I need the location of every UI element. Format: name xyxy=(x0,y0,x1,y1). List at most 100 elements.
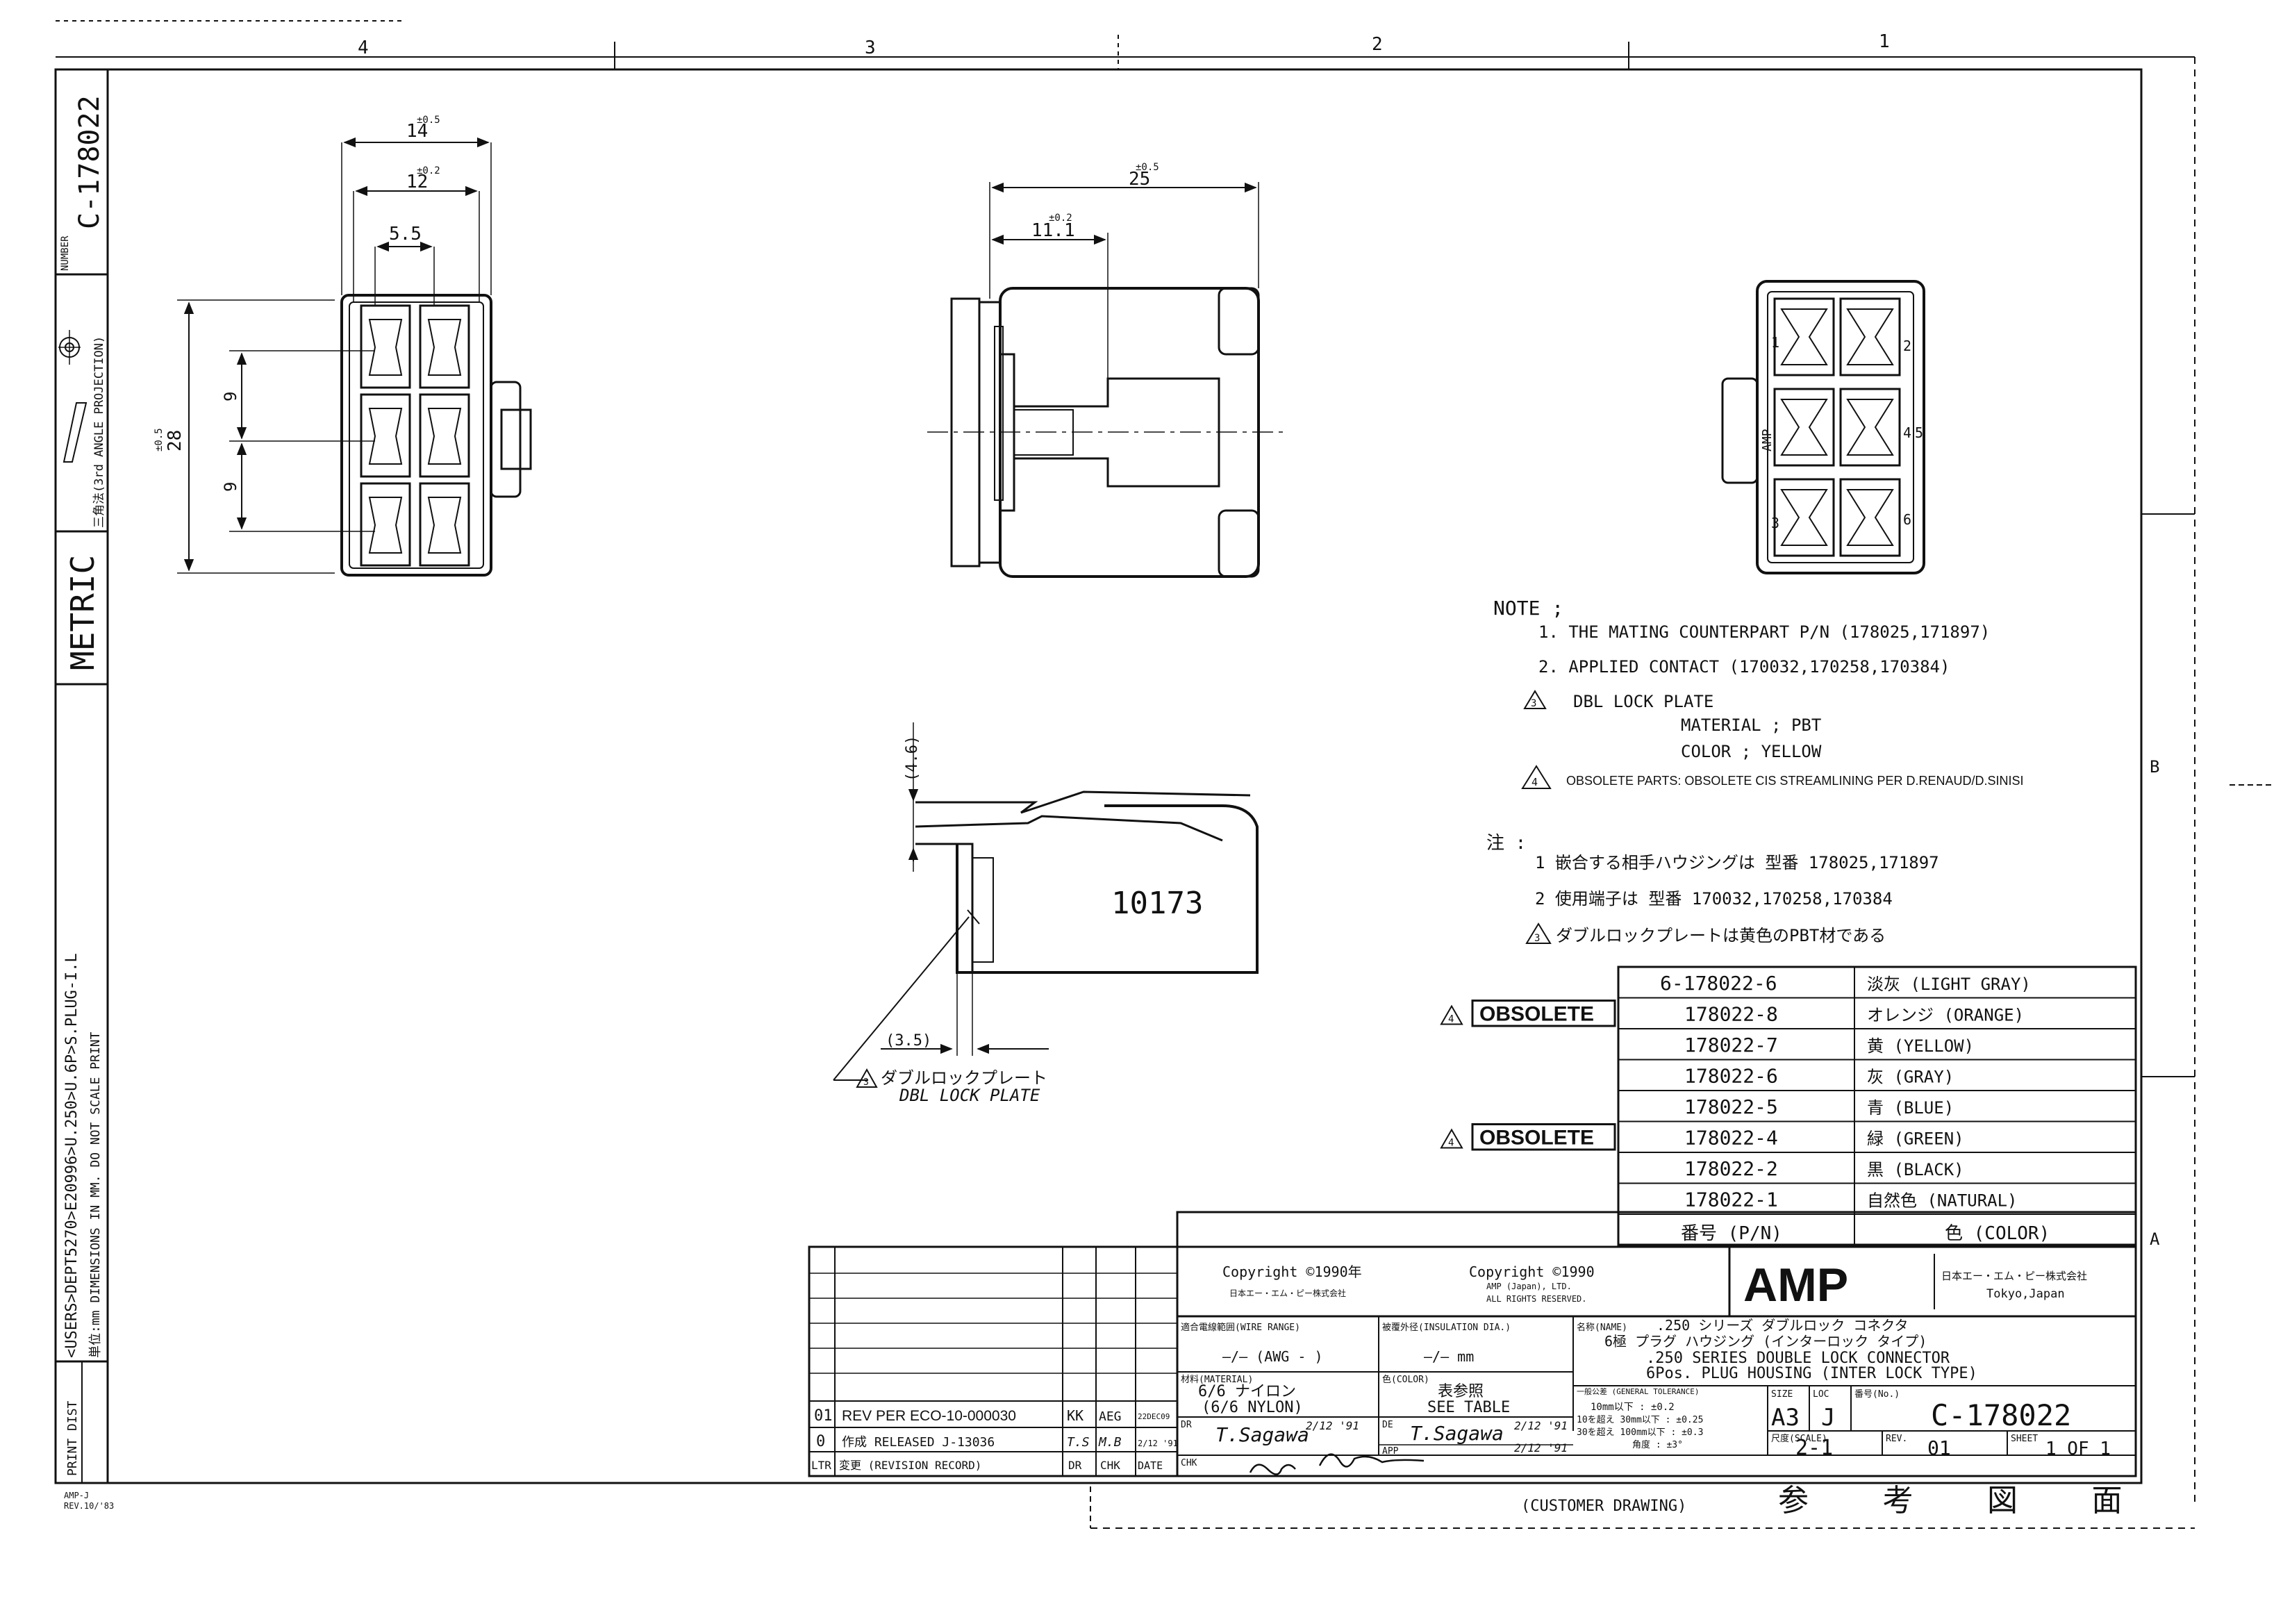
cavity-mark-5: 5 xyxy=(1915,424,1923,441)
zone-2: 2 xyxy=(1372,34,1383,55)
pn-cell: 178022-2 xyxy=(1684,1157,1778,1180)
zone-3: 3 xyxy=(865,38,876,58)
color-label: 色(COLOR) xyxy=(1382,1374,1429,1385)
de-label: DE xyxy=(1382,1420,1393,1430)
number-field-label: 番号(No.) xyxy=(1854,1389,1900,1400)
obsolete-label: OBSOLETE xyxy=(1479,1003,1594,1026)
side-view xyxy=(927,182,1285,578)
zone-4: 4 xyxy=(358,38,369,58)
note-3-flag-icon xyxy=(1523,690,1547,709)
de-signature: T.Sagawa xyxy=(1410,1422,1504,1445)
color-cell: 灰 (GRAY) xyxy=(1867,1068,1954,1087)
zone-a: A xyxy=(2150,1229,2160,1249)
color-jp: 表参照 xyxy=(1438,1383,1484,1400)
de-date: 2/12 '91 xyxy=(1514,1419,1568,1432)
dr-signature: T.Sagawa xyxy=(1215,1423,1309,1446)
rev-1-dr: KK xyxy=(1067,1407,1084,1424)
dim-4-6: (4.6) xyxy=(904,736,921,781)
rear-view xyxy=(1721,280,1925,574)
form-revision: REV.10/'83 xyxy=(64,1501,114,1511)
rev-1-date: 22DEC09 xyxy=(1138,1412,1170,1421)
note-3-material: MATERIAL ; PBT xyxy=(1681,715,1821,735)
copyright-en-rights: ALL RIGHTS RESERVED. xyxy=(1486,1294,1587,1304)
pn-cell: 178022-8 xyxy=(1684,1003,1778,1026)
obsolete-flag: 4 xyxy=(1448,1138,1454,1149)
print-dist-label: PRINT DIST xyxy=(65,1400,80,1476)
color-cell: 青 (BLUE) xyxy=(1867,1098,1954,1118)
note-jp-3: ダブルロックプレートは黄色のPBT材である xyxy=(1556,926,1886,945)
rev-header-chk: CHK xyxy=(1100,1459,1120,1472)
amp-mark: AMP xyxy=(1760,429,1775,451)
tolerance-4: 角度 : ±3° xyxy=(1632,1439,1683,1450)
dim-3-5: (3.5) xyxy=(886,1032,931,1050)
scale-value: 2-1 xyxy=(1795,1436,1833,1460)
dim-12-tol: ±0.2 xyxy=(417,165,440,176)
cavity-mark-2: 2 xyxy=(1903,338,1911,354)
part-mark: 10173 xyxy=(1111,886,1203,921)
dim-25-tol: ±0.5 xyxy=(1136,162,1159,173)
dim-9-upper: 9 xyxy=(221,392,240,401)
form-code: AMP-J xyxy=(64,1491,89,1500)
copyright-en-company: AMP (Japan), LTD. xyxy=(1486,1282,1572,1291)
zone-b: B xyxy=(2150,757,2159,777)
drawing-number-side: C-178022 xyxy=(74,95,106,229)
rev-2-chk: M.B xyxy=(1098,1435,1122,1450)
rev-2-date: 2/12 '91 xyxy=(1138,1439,1178,1448)
dim-5-5: 5.5 xyxy=(389,224,422,245)
color-cell: 黄 (YELLOW) xyxy=(1867,1036,1974,1056)
note-jp-3-flag-icon xyxy=(1525,922,1552,944)
obsolete-flag-icon xyxy=(1440,1004,1463,1025)
color-cell: 緑 (GREEN) xyxy=(1867,1129,1964,1149)
copyright-en: Copyright ©1990 xyxy=(1469,1263,1595,1280)
pn-cell: 178022-1 xyxy=(1684,1188,1778,1211)
zone-1: 1 xyxy=(1879,31,1890,52)
rev-1-ltr: 01 xyxy=(814,1407,833,1425)
chk-label: CHK xyxy=(1181,1458,1197,1468)
pn-cell: 178022-6 xyxy=(1684,1065,1778,1088)
note-3: DBL LOCK PLATE xyxy=(1573,692,1713,711)
tolerance-1: 10mm以下 : ±0.2 xyxy=(1591,1402,1675,1413)
cavity-mark-4: 4 xyxy=(1903,424,1911,441)
note-4: OBSOLETE PARTS: OBSOLETE CIS STREAMLININ… xyxy=(1566,774,2023,788)
note-jp-heading: 注 : xyxy=(1486,833,1526,854)
rev-1-desc: REV PER ECO-10-000030 xyxy=(842,1408,1016,1424)
lock-plate-detail xyxy=(833,722,1259,1088)
amp-logo: AMP xyxy=(1743,1259,1848,1311)
dim-25: 25 xyxy=(1129,169,1150,190)
rev-2-desc: 作成 RELEASED J-13036 xyxy=(842,1435,995,1450)
chk-signature xyxy=(1249,1453,1425,1475)
pn-cell: 6-178022-6 xyxy=(1660,972,1777,995)
dim-28: 28 xyxy=(165,430,185,451)
rev-header-dr: DR xyxy=(1068,1459,1082,1472)
drawing-number: C-178022 xyxy=(1931,1398,2071,1432)
obsolete-box xyxy=(1471,1000,1616,1027)
note-heading: NOTE ; xyxy=(1493,597,1563,620)
rev-2-ltr: 0 xyxy=(816,1433,825,1450)
note-1: 1. THE MATING COUNTERPART P/N (178025,17… xyxy=(1538,622,1990,642)
pn-cell: 178022-4 xyxy=(1684,1127,1778,1150)
rev-header-desc: 変更 (REVISION RECORD) xyxy=(839,1459,981,1472)
insulation-label: 被覆外径(INSULATION DIA.) xyxy=(1382,1323,1511,1333)
customer-drawing: (CUSTOMER DRAWING) xyxy=(1521,1498,1686,1515)
cavity-mark-6: 6 xyxy=(1903,511,1911,528)
note-4-flag-icon xyxy=(1521,765,1552,789)
dr-label: DR xyxy=(1181,1420,1192,1430)
app-date: 2/12 '91 xyxy=(1514,1441,1568,1455)
color-header: 色 (COLOR) xyxy=(1945,1223,2050,1244)
rev-header-ltr: LTR xyxy=(811,1459,831,1472)
rev-1-chk: AEG xyxy=(1099,1409,1122,1424)
loc-label: LOC xyxy=(1813,1389,1829,1400)
dim-9-lower: 9 xyxy=(221,482,240,492)
front-view xyxy=(177,137,532,577)
note-jp-1: 1 嵌合する相手ハウジングは 型番 178025,171897 xyxy=(1535,853,1939,872)
number-label: NUMBER xyxy=(60,235,71,271)
dimension-note: 単位:mm DIMENSIONS IN MM. DO NOT SCALE PRI… xyxy=(88,1031,103,1358)
rev-label: REV. xyxy=(1886,1434,1907,1444)
tolerance-label: 一般公差 (GENERAL TOLERANCE) xyxy=(1577,1386,1699,1396)
metric-label: METRIC xyxy=(64,555,101,670)
wire-range-label: 適合電線範囲(WIRE RANGE) xyxy=(1181,1322,1300,1333)
copyright-jp-company: 日本エー・エム・ピー株式会社 xyxy=(1229,1288,1346,1298)
dr-date: 2/12 '91 xyxy=(1306,1419,1359,1432)
